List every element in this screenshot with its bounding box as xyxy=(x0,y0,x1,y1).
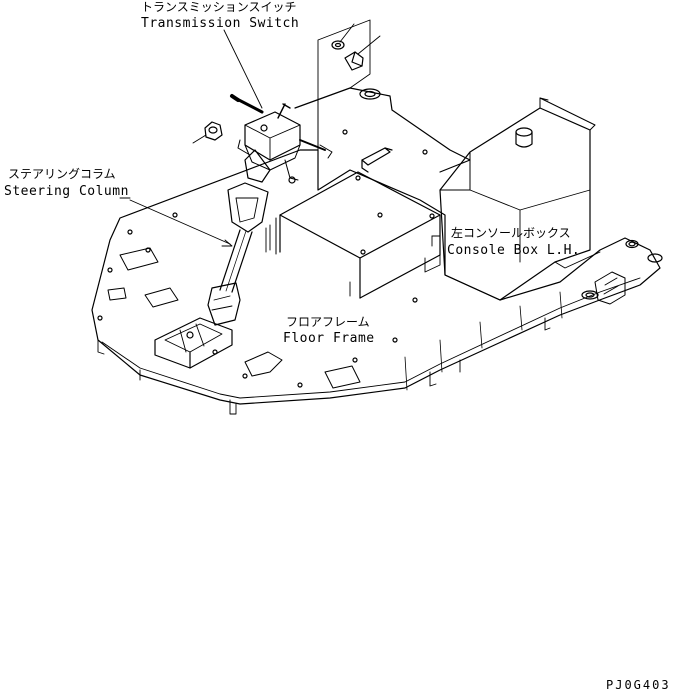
transmission-switch-label-jp: トランスミッションスイッチ xyxy=(141,0,297,14)
transmission-switch xyxy=(232,96,332,183)
floor-frame xyxy=(92,100,660,414)
console-box xyxy=(440,98,662,304)
floor-frame-label-en: Floor Frame xyxy=(283,331,375,346)
console-box-label-en: Console Box L.H. xyxy=(447,243,581,258)
steering-column-label-en: Steering Column xyxy=(4,184,129,199)
floor-frame-label-jp: フロアフレーム xyxy=(286,315,370,329)
steering-column-part xyxy=(155,150,270,368)
nut xyxy=(205,122,222,140)
washer-bolt xyxy=(332,41,363,70)
leader-lines xyxy=(120,24,440,246)
steering-column-label-jp: ステアリングコラム xyxy=(8,167,116,181)
bracket xyxy=(362,148,392,172)
center-cover xyxy=(276,172,440,298)
transmission-switch-label-en: Transmission Switch xyxy=(141,16,300,31)
drawing-code: PJ0G403 xyxy=(606,678,671,692)
console-box-label-jp: 左コンソールボックス xyxy=(451,226,571,240)
